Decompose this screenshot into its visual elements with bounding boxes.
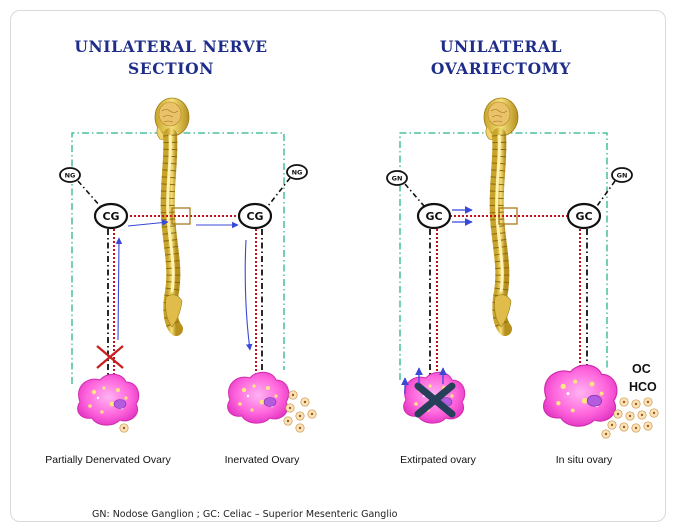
caption-partially-denervated: Partially Denervated Ovary [45, 454, 171, 466]
oocyte-icon [620, 398, 628, 406]
right-gn-connector [597, 181, 615, 206]
oocyte-icon [638, 411, 646, 419]
oocyte-icon [608, 421, 616, 429]
left-ascending-arrow [118, 238, 119, 340]
right-panel: UNILATERAL OVARIECTOMY GN GN GC GC [387, 37, 658, 466]
oocyte-icon [620, 423, 628, 431]
right-descending-arrow [245, 240, 250, 350]
oocyte-icon [289, 391, 297, 399]
left-ng-label: NG [65, 172, 76, 180]
left-title-line2: SECTION [128, 59, 214, 78]
left-gn-connector [405, 184, 424, 206]
caption-in-situ: In situ ovary [556, 454, 613, 466]
oocyte-icon [301, 398, 309, 406]
oocyte-icon [296, 424, 304, 432]
oocyte-icon [120, 424, 128, 432]
hco-label: HCO [629, 380, 657, 394]
oocyte-icon [296, 412, 304, 420]
right-cg-label: CG [246, 210, 263, 223]
oocyte-icon [632, 424, 640, 432]
left-gc-label: GC [425, 210, 442, 223]
right-title-line1: UNILATERAL [440, 37, 562, 56]
oocyte-icon [284, 417, 292, 425]
footnote: GN: Nodose Ganglion ; GC: Celiac – Super… [92, 509, 398, 520]
oocyte-icon [632, 400, 640, 408]
right-ng-label-left-panel: NG [292, 169, 303, 177]
left-ng-connector [78, 181, 100, 206]
oocyte-icon [602, 430, 610, 438]
oocyte-icon [286, 404, 294, 412]
caption-inervated: Inervated Ovary [225, 454, 300, 466]
oocyte-icon [644, 398, 652, 406]
left-cg-label: CG [102, 210, 119, 223]
right-gc-label: GC [575, 210, 592, 223]
inervated-ovary-icon [228, 372, 289, 423]
right-ng-connector [268, 178, 290, 206]
right-skeleton-icon [484, 98, 518, 329]
oocyte-icon [650, 409, 658, 417]
oocyte-icon [614, 410, 622, 418]
left-panel: UNILATERAL NERVE SECTION NG NG CG CG [45, 37, 316, 466]
oc-label: OC [632, 362, 651, 376]
partially-denervated-ovary-icon [78, 374, 139, 425]
oocyte-icon [308, 410, 316, 418]
right-gn-label: GN [617, 172, 628, 180]
left-gn-label: GN [392, 175, 403, 183]
nerve-section-x-icon [97, 346, 123, 368]
in-situ-ovary-icon [544, 365, 617, 426]
caption-extirpated: Extirpated ovary [400, 454, 477, 466]
left-title-line1: UNILATERAL NERVE [74, 37, 267, 56]
right-title-line2: OVARIECTOMY [431, 59, 572, 78]
oocyte-icon [626, 412, 634, 420]
oocyte-icon [644, 422, 652, 430]
